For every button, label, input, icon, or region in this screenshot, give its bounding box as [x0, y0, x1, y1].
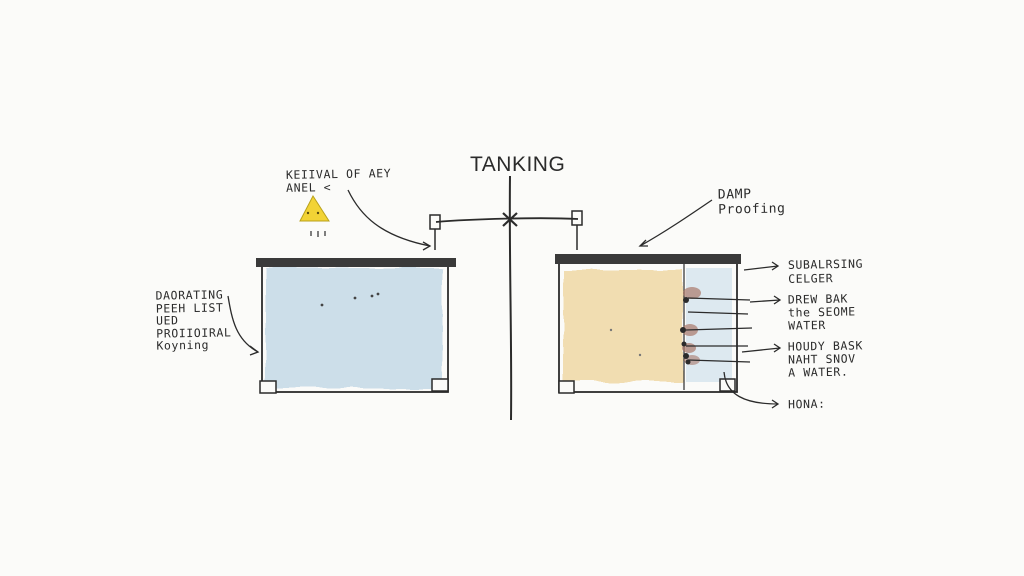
- label-line: DAMP: [717, 187, 752, 203]
- leader-right-4: [723, 371, 779, 405]
- leader-top-left: [347, 189, 431, 247]
- label-right-3: HOUDY BASK NAHT SNOV A WATER.: [788, 338, 864, 380]
- right-wall-box: [555, 254, 753, 394]
- label-top-left: KEIIVAL OF AEY ANEL <: [285, 166, 392, 195]
- label-damp-proofing: DAMP Proofing: [717, 186, 786, 218]
- tanking-vertical-line: [508, 175, 513, 421]
- leader-left: [227, 295, 259, 353]
- leader-damp: [639, 199, 713, 247]
- leader-right-1: [743, 265, 779, 271]
- label-line: ANEL <: [285, 180, 332, 195]
- leader-right-3: [741, 347, 781, 353]
- diagram-title: TANKING: [470, 153, 566, 176]
- label-line: Proofing: [718, 201, 786, 218]
- leader-right-2: [749, 299, 781, 303]
- label-right-2: DREW BAK the SEOME WATER: [788, 292, 856, 333]
- warning-drip-icon: [299, 195, 330, 237]
- label-line: Koyning: [156, 337, 210, 353]
- tanking-membrane-line: [435, 217, 579, 223]
- label-left: DAORATING PEEH LIST UED PROIIOIRAL Koyni…: [155, 287, 231, 353]
- left-wall-box: [256, 258, 456, 394]
- label-line: A WATER.: [788, 364, 849, 380]
- label-right-4: HONA:: [787, 396, 826, 412]
- label-line: WATER: [788, 317, 826, 333]
- membrane-cross-mark: [502, 212, 518, 227]
- label-right-1: SUBALRSING CELGER: [787, 256, 864, 286]
